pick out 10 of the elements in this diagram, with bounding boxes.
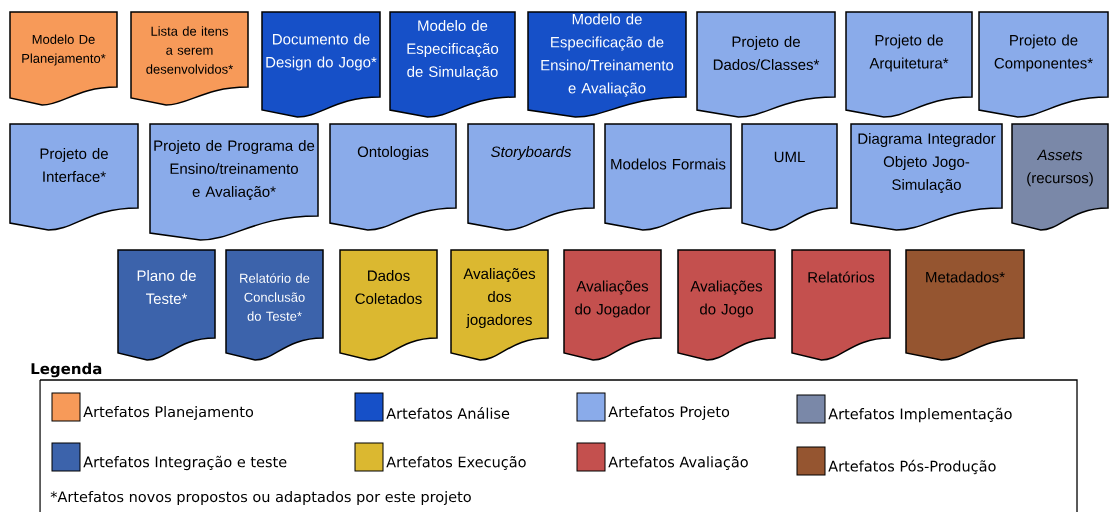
footnote: *Artefatos novos propostos ou adaptados por este projeto <box>50 491 471 505</box>
legend-text: Artefatos Execução <box>386 455 526 471</box>
legend-text: Artefatos Avaliação <box>608 455 748 471</box>
legend-text: Artefatos Projeto <box>608 406 730 420</box>
legend-text: Artefatos Integração e teste <box>83 455 287 471</box>
legend-text: Artefatos Implementação <box>828 407 1012 423</box>
legend-text: Artefatos Pós-Produção <box>828 459 996 475</box>
legend-text: Artefatos Planejamento <box>83 406 254 420</box>
legend-text: Artefatos Análise <box>386 407 510 419</box>
legend-title: Legenda <box>31 362 102 378</box>
